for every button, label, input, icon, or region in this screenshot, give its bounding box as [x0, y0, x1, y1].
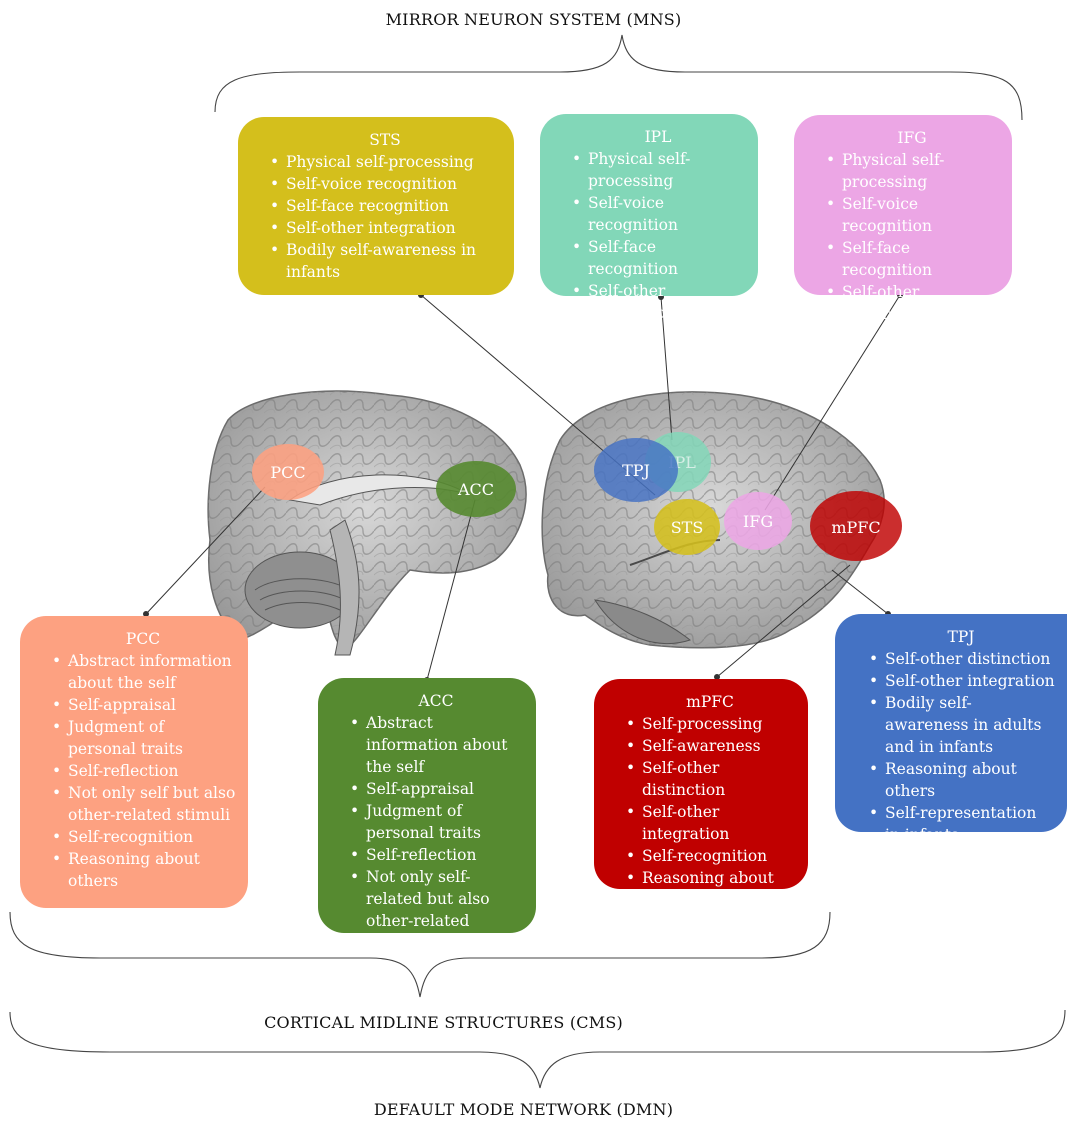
pcc-box-item: Self-recognition: [52, 826, 236, 848]
ifg-box: IFG Physical self-processingSelf-voice r…: [794, 115, 1012, 323]
ipl-box: IPL Physical self-processingSelf-voice r…: [540, 114, 758, 322]
pcc-box-list: Abstract information about the selfSelf-…: [50, 650, 236, 892]
acc-box-item: Self-reflection: [350, 844, 524, 866]
sts-box-list: Physical self-processingSelf-voice recog…: [268, 151, 502, 283]
acc-box-item: Judgment of personal traits: [350, 800, 524, 844]
mpfc-box: mPFC Self-processingSelf-awarenessSelf-o…: [594, 679, 808, 909]
mpfc-box-list: Self-processingSelf-awarenessSelf-other …: [624, 713, 796, 911]
tpj-box-item: Self-other integration: [869, 670, 1055, 692]
ifg-box-list: Physical self-processingSelf-voice recog…: [824, 149, 1000, 325]
ifg-box-item: Self-voice recognition: [826, 193, 1000, 237]
region-tpj: TPJ: [594, 438, 678, 502]
tpj-box: TPJ Self-other distinctionSelf-other int…: [835, 614, 1067, 844]
region-label-tpj: TPJ: [622, 461, 650, 480]
pcc-box-title: PCC: [125, 630, 161, 648]
pcc-box-item: Judgment of personal traits: [52, 716, 236, 760]
mpfc-box-item: Self-processing: [626, 713, 796, 735]
acc-box: ACC Abstract information about the selfS…: [318, 678, 536, 933]
sts-box-title: STS: [369, 131, 401, 149]
mns-heading: MIRROR NEURON SYSTEM (MNS): [385, 10, 682, 29]
region-ifg: IFG: [724, 492, 792, 550]
dmn-brace: [9, 1009, 1066, 1089]
sts-box-item: Self-other integration: [270, 217, 502, 239]
tpj-box-item: Reasoning about others: [869, 758, 1055, 802]
pcc-box: PCC Abstract information about the selfS…: [20, 616, 248, 908]
pcc-box-item: Reasoning about others: [52, 848, 236, 892]
tpj-box-item: Self-representation in infants: [869, 802, 1055, 846]
acc-box-title: ACC: [418, 692, 454, 710]
sts-box-item: Bodily self-awareness in infants: [270, 239, 502, 283]
region-label-ifg: IFG: [743, 512, 773, 531]
region-label-mpfc: mPFC: [831, 518, 880, 537]
pcc-box-item: Self-appraisal: [52, 694, 236, 716]
dmn-heading: DEFAULT MODE NETWORK (DMN): [373, 1100, 674, 1119]
ipl-box-item: Physical self-processing: [572, 148, 746, 192]
cms-heading: CORTICAL MIDLINE STRUCTURES (CMS): [264, 1013, 623, 1032]
sts-box: STS Physical self-processingSelf-voice r…: [238, 117, 514, 295]
ipl-box-title: IPL: [644, 128, 672, 146]
cms-brace: [9, 911, 831, 998]
region-acc: ACC: [436, 461, 516, 517]
ipl-box-item: Self-face recognition: [572, 236, 746, 280]
ipl-box-item: Self-other integration: [572, 280, 746, 324]
mpfc-box-item: Self-other distinction: [626, 757, 796, 801]
mpfc-box-item: Self-awareness: [626, 735, 796, 757]
pcc-box-item: Not only self but also other-related sti…: [52, 782, 236, 826]
pcc-box-item: Self-reflection: [52, 760, 236, 782]
mpfc-box-item: Self-recognition: [626, 845, 796, 867]
medial-brain-image: [207, 390, 527, 656]
tpj-box-item: Bodily self-awareness in adults and in i…: [869, 692, 1055, 758]
ipl-box-list: Physical self-processingSelf-voice recog…: [570, 148, 746, 324]
pcc-box-item: Abstract information about the self: [52, 650, 236, 694]
sts-box-item: Self-voice recognition: [270, 173, 502, 195]
ifg-box-item: Physical self-processing: [826, 149, 1000, 193]
sts-box-item: Self-face recognition: [270, 195, 502, 217]
tpj-box-list: Self-other distinctionSelf-other integra…: [867, 648, 1055, 846]
region-label-sts: STS: [671, 518, 704, 537]
mpfc-box-item: Reasoning about others: [626, 867, 796, 911]
region-sts: STS: [654, 499, 720, 555]
region-mpfc: mPFC: [810, 491, 902, 561]
acc-box-item: Self-appraisal: [350, 778, 524, 800]
region-pcc: PCC: [252, 444, 324, 500]
mpfc-box-title: mPFC: [686, 693, 734, 711]
acc-box-item: Abstract information about the self: [350, 712, 524, 778]
ifg-box-item: Self-other integration: [826, 281, 1000, 325]
region-label-acc: ACC: [457, 480, 494, 499]
ifg-box-item: Self-face recognition: [826, 237, 1000, 281]
tpj-box-item: Self-other distinction: [869, 648, 1055, 670]
acc-box-item: Not only self-related but also other-rel…: [350, 866, 524, 932]
sts-box-item: Physical self-processing: [270, 151, 502, 173]
tpj-box-title: TPJ: [947, 628, 975, 646]
mns-brace: [214, 34, 1023, 121]
ipl-box-item: Self-voice recognition: [572, 192, 746, 236]
ifg-box-title: IFG: [897, 129, 927, 147]
region-label-pcc: PCC: [270, 463, 305, 482]
mpfc-box-item: Self-other integration: [626, 801, 796, 845]
acc-box-list: Abstract information about the selfSelf-…: [348, 712, 524, 932]
